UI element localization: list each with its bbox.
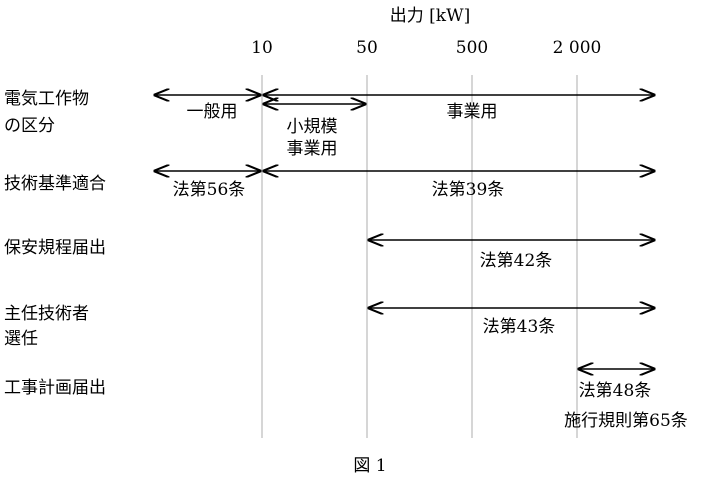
segment-label: 法第42条	[479, 251, 553, 271]
segment-label: 事業用	[446, 102, 498, 122]
tick-label: 10	[251, 38, 273, 58]
segment-label: 施行規則第65条	[564, 411, 688, 431]
segment-label: 事業用	[286, 139, 338, 159]
figure-caption: 図 1	[353, 456, 387, 476]
row-label: 選任	[4, 329, 38, 349]
segment-label: 一般用	[186, 102, 238, 122]
row-label: 技術基準適合	[4, 174, 106, 194]
segment-label: 法第48条	[578, 381, 652, 401]
segment-label: 法第43条	[482, 317, 556, 337]
row-label: の区分	[4, 116, 55, 136]
segment-label: 法第39条	[431, 180, 505, 200]
segment-label: 小規模	[286, 117, 338, 137]
tick-label: 50	[356, 38, 378, 58]
row-label: 電気工作物	[4, 89, 89, 109]
tick-label: 500	[455, 38, 489, 58]
tick-label: 2 000	[552, 38, 602, 58]
row-label: 保安規程届出	[4, 238, 106, 258]
row-label: 主任技術者	[4, 304, 89, 324]
row-label: 工事計画届出	[4, 378, 106, 398]
segment-label: 法第56条	[172, 180, 246, 200]
axis-title: 出力 [kW]	[389, 6, 471, 26]
